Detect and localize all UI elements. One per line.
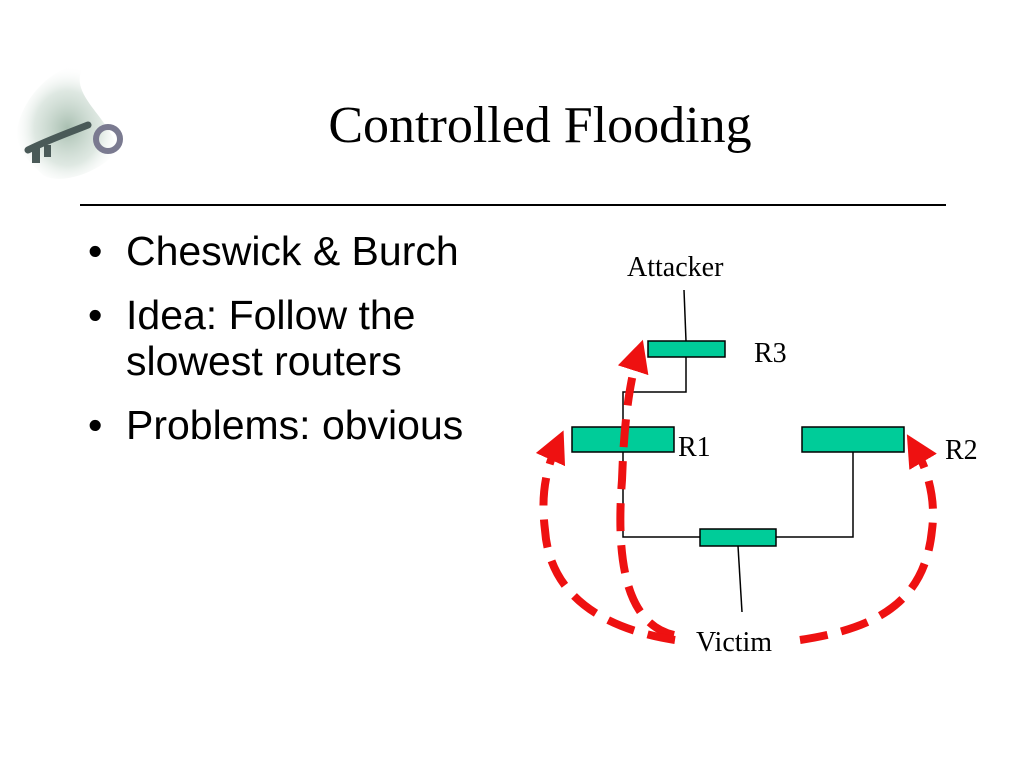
flood-paths [535, 339, 938, 644]
r3-r1-link [622, 357, 687, 430]
attacker-link [683, 289, 687, 342]
router-r2 [801, 426, 905, 453]
r1-label: R1 [678, 432, 711, 463]
bullet-text: Idea: Follow the slowest routers [126, 292, 416, 384]
r2-label: R2 [945, 435, 978, 466]
flood-path-to-r3 [616, 339, 676, 639]
flood-path-to-r1 [535, 430, 676, 644]
bullet-item: • Cheswick & Burch [88, 228, 508, 274]
router-victim [699, 528, 777, 547]
bullet-item: • Idea: Follow the slowest routers [88, 292, 508, 384]
r3-label: R3 [754, 338, 787, 369]
victim-label: Victim [696, 627, 772, 658]
bullet-item: • Problems: obvious [88, 402, 508, 448]
bullet-text: Cheswick & Burch [126, 228, 459, 274]
bullet-text: Problems: obvious [126, 402, 464, 448]
attacker-label: Attacker [627, 252, 724, 283]
bullet-dot: • [88, 292, 103, 338]
key-icon [17, 65, 123, 179]
router-r3 [647, 340, 726, 358]
bullet-dot: • [88, 402, 103, 448]
slide-title: Controlled Flooding [328, 97, 752, 154]
bullet-list: • Cheswick & Burch • Idea: Follow the slow… [88, 228, 508, 466]
victim-link [737, 545, 743, 613]
bullet-dot: • [88, 228, 103, 274]
title-divider [80, 204, 946, 206]
flood-path-to-r2 [799, 434, 938, 644]
r2-victim-link [776, 452, 854, 538]
r1-victim-link [622, 452, 700, 538]
